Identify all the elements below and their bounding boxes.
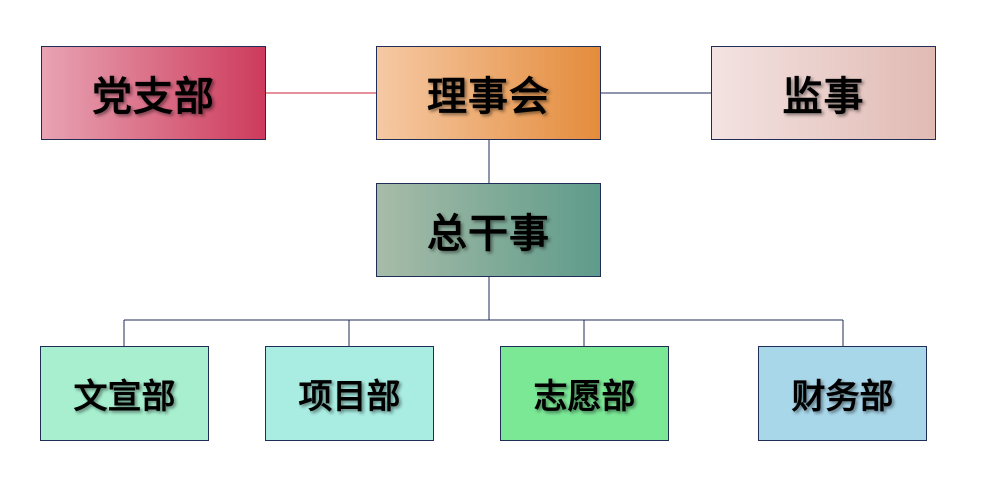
party-branch-box: 党支部 <box>41 46 266 140</box>
finance-department-label: 财务部 <box>791 377 894 417</box>
supervisor-box: 监事 <box>711 46 936 140</box>
supervisor-label: 监事 <box>782 74 865 120</box>
council-box: 理事会 <box>376 46 601 140</box>
projects-department-label: 项目部 <box>298 377 401 417</box>
finance-department-box: 财务部 <box>758 346 927 441</box>
volunteer-department-box: 志愿部 <box>500 346 669 441</box>
party-branch-label: 党支部 <box>92 74 215 120</box>
volunteer-department-label: 志愿部 <box>533 377 636 417</box>
council-label: 理事会 <box>427 74 550 120</box>
secretary-general-label: 总干事 <box>427 211 550 257</box>
projects-department-box: 项目部 <box>265 346 434 441</box>
publicity-department-box: 文宣部 <box>40 346 209 441</box>
secretary-general-box: 总干事 <box>376 183 601 277</box>
publicity-department-label: 文宣部 <box>73 377 176 417</box>
